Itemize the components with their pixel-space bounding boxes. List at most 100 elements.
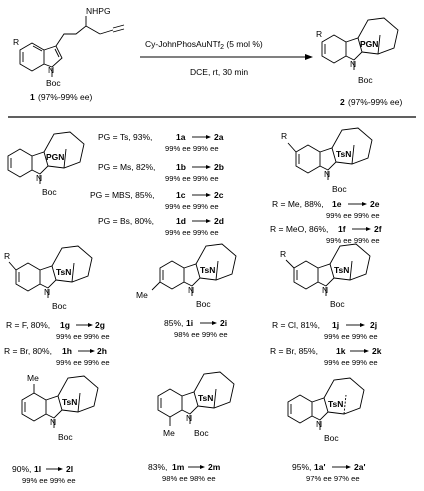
reactant-ee: (97%-99% ee) bbox=[38, 92, 93, 102]
product-2a-prime-structure bbox=[287, 377, 365, 430]
nhpg-label: NHPG bbox=[86, 6, 111, 16]
product-2a-prime-boc: Boc bbox=[324, 433, 339, 443]
product-2l-structure bbox=[21, 375, 99, 428]
entry-a-prime-desc: 95%, bbox=[292, 462, 311, 472]
pg-entry-a-desc: PG = Ts, 93%, bbox=[98, 132, 152, 142]
product-2j-boc: Boc bbox=[330, 299, 345, 309]
entry-e-desc: R = Me, 88%, bbox=[272, 199, 324, 209]
entry-f-ee: 99% ee 99% ee bbox=[326, 236, 380, 245]
entry-f-to: 2f bbox=[374, 224, 382, 234]
pg-entry-b-desc: PG = Ms, 82%, bbox=[98, 162, 155, 172]
entry-f-desc: R = MeO, 86%, bbox=[270, 224, 328, 234]
entry-l-ee: 99% ee 99% ee bbox=[22, 476, 76, 485]
product-2i-tsn: TsN bbox=[200, 265, 215, 275]
product-2g-boc: Boc bbox=[52, 301, 67, 311]
reactant-structure bbox=[19, 16, 125, 77]
entry-l-to: 2l bbox=[66, 464, 73, 474]
entry-g-to: 2g bbox=[95, 320, 105, 330]
entry-i-ee: 98% ee 99% ee bbox=[174, 330, 228, 339]
entry-l-desc: 90%, bbox=[12, 464, 31, 474]
product-2e-r: R bbox=[281, 131, 287, 141]
product-structure bbox=[321, 17, 399, 70]
pg-product-n: N bbox=[36, 173, 42, 183]
product-boc-label: Boc bbox=[358, 75, 373, 85]
product-2i-structure bbox=[151, 243, 237, 296]
entry-i-from: 1i bbox=[186, 318, 193, 328]
product-pgn-label: PGN bbox=[360, 39, 378, 49]
product-2e-boc: Boc bbox=[332, 184, 347, 194]
pg-product-boc: Boc bbox=[42, 187, 57, 197]
entry-k-to: 2k bbox=[372, 346, 382, 356]
product-2i-me: Me bbox=[136, 290, 148, 300]
entry-h-to: 2h bbox=[97, 346, 107, 356]
product-n-label: N bbox=[350, 59, 356, 69]
entry-j-ee: 99% ee 99% ee bbox=[324, 332, 378, 341]
pg-product-structure bbox=[7, 131, 85, 184]
product-number: 2 bbox=[340, 97, 345, 107]
entry-m-from: 1m bbox=[172, 462, 185, 472]
reactant-r-label: R bbox=[13, 37, 19, 47]
entry-k-desc: R = Br, 85%, bbox=[270, 346, 318, 356]
product-2j-n: N bbox=[322, 285, 328, 295]
entry-j-desc: R = Cl, 81%, bbox=[272, 320, 320, 330]
pg-entry-b-to: 2b bbox=[214, 162, 224, 172]
entry-a-prime-from: 1a' bbox=[314, 462, 325, 472]
product-2l-n: N bbox=[50, 417, 56, 427]
pg-entry-c-to: 2c bbox=[214, 190, 224, 200]
entry-a-prime-ee: 97% ee 97% ee bbox=[306, 474, 360, 483]
product-2g-structure bbox=[8, 245, 93, 298]
product-2l-tsn: TsN bbox=[62, 397, 77, 407]
product-2l-boc: Boc bbox=[58, 432, 73, 442]
product-2a-prime-tsn: TsN bbox=[328, 399, 343, 409]
pg-entry-a-to: 2a bbox=[214, 132, 224, 142]
catalyst-text: Cy-JohnPhosAuNTf2 (5 mol %) bbox=[145, 39, 263, 51]
product-2g-tsn: TsN bbox=[56, 267, 71, 277]
entry-k-from: 1k bbox=[336, 346, 346, 356]
entry-j-from: 1j bbox=[332, 320, 339, 330]
entry-l-from: 1l bbox=[34, 464, 41, 474]
entry-m-desc: 83%, bbox=[148, 462, 167, 472]
pg-entry-d-ee: 99% ee 99% ee bbox=[165, 228, 219, 237]
entry-e-from: 1e bbox=[332, 199, 342, 209]
product-2m-tsn: TsN bbox=[198, 393, 213, 403]
pg-entry-b-from: 1b bbox=[176, 162, 186, 172]
pg-entry-c-from: 1c bbox=[176, 190, 186, 200]
pg-entry-a-from: 1a bbox=[176, 132, 186, 142]
pg-entry-c-desc: PG = MBS, 85%, bbox=[90, 190, 155, 200]
product-2m-n: N bbox=[186, 413, 192, 423]
product-2m-me: Me bbox=[163, 428, 175, 438]
entry-h-desc: R = Br, 80%, bbox=[4, 346, 52, 356]
reactant-number: 1 bbox=[30, 92, 35, 102]
product-r-label: R bbox=[316, 29, 322, 39]
entry-g-ee: 99% ee 99% ee bbox=[56, 332, 110, 341]
product-2j-r: R bbox=[280, 249, 286, 259]
product-2e-structure bbox=[287, 127, 373, 180]
entry-e-ee: 99% ee 99% ee bbox=[326, 211, 380, 220]
entry-k-ee: 99% ee 99% ee bbox=[324, 358, 378, 367]
entry-i-to: 2i bbox=[220, 318, 227, 328]
pg-entry-d-from: 1d bbox=[176, 216, 186, 226]
entry-f-from: 1f bbox=[338, 224, 346, 234]
pg-entry-a-ee: 99% ee 99% ee bbox=[165, 144, 219, 153]
product-2i-n: N bbox=[188, 285, 194, 295]
product-2a-prime-n: N bbox=[316, 419, 322, 429]
pg-entry-b-ee: 99% ee 99% ee bbox=[165, 174, 219, 183]
entry-j-to: 2j bbox=[370, 320, 377, 330]
entry-m-ee: 98% ee 98% ee bbox=[162, 474, 216, 483]
pg-entry-d-to: 2d bbox=[214, 216, 224, 226]
product-2m-structure bbox=[157, 371, 235, 426]
reactant-n-label: N bbox=[48, 65, 54, 75]
pg-product-pgn: PGN bbox=[46, 152, 64, 162]
product-2l-me: Me bbox=[27, 373, 39, 383]
entry-a-prime-to: 2a' bbox=[354, 462, 365, 472]
product-2j-structure bbox=[285, 243, 371, 296]
entry-g-from: 1g bbox=[60, 320, 70, 330]
entry-i-desc: 85%, bbox=[164, 318, 183, 328]
entry-g-desc: R = F, 80%, bbox=[6, 320, 50, 330]
product-2g-r: R bbox=[4, 251, 10, 261]
pg-list: PG = Ts, 93%, 1a 2a 99% ee 99% ee PG = M… bbox=[90, 132, 224, 237]
conditions-text: DCE, rt, 30 min bbox=[190, 67, 248, 77]
product-2e-n: N bbox=[324, 169, 330, 179]
product-ee: (97%-99% ee) bbox=[348, 97, 403, 107]
product-2j-tsn: TsN bbox=[334, 265, 349, 275]
